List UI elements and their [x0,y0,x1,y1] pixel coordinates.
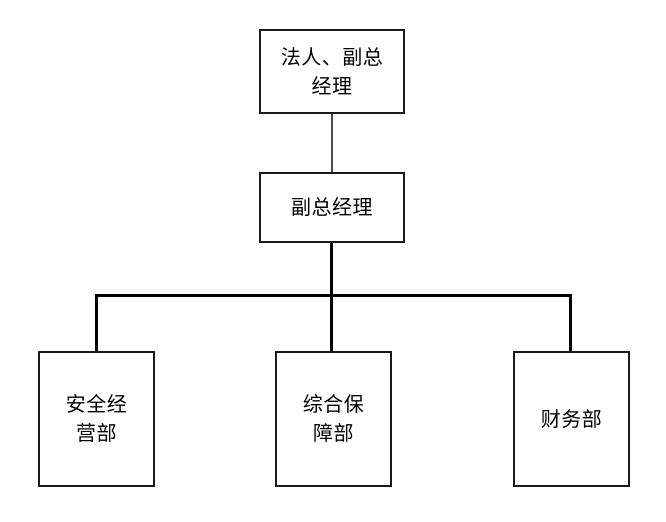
org-node-finance-department-label: 财务部 [540,406,603,431]
org-node-vice-general-manager-label: 副总经理 [291,195,373,219]
org-node-safety-operations-department-label: 安全经 营部 [65,392,128,445]
org-node-ceo-label: 法人、副总 经理 [280,44,384,98]
connector-ceo-to-vp [331,114,333,172]
org-node-general-support-department[interactable]: 综合保 障部 [275,351,392,487]
org-node-ceo[interactable]: 法人、副总 经理 [259,29,405,114]
connector-vp-trunk [330,243,333,296]
org-node-vice-general-manager[interactable]: 副总经理 [259,172,405,243]
org-node-general-support-department-label: 综合保 障部 [302,392,365,445]
connector-horizontal-bus [95,294,572,297]
org-node-finance-department[interactable]: 财务部 [513,351,630,487]
connector-drop-department-3 [569,294,572,351]
connector-drop-department-1 [95,294,98,351]
org-node-safety-operations-department[interactable]: 安全经 营部 [38,351,155,487]
connector-drop-department-2 [330,294,333,351]
